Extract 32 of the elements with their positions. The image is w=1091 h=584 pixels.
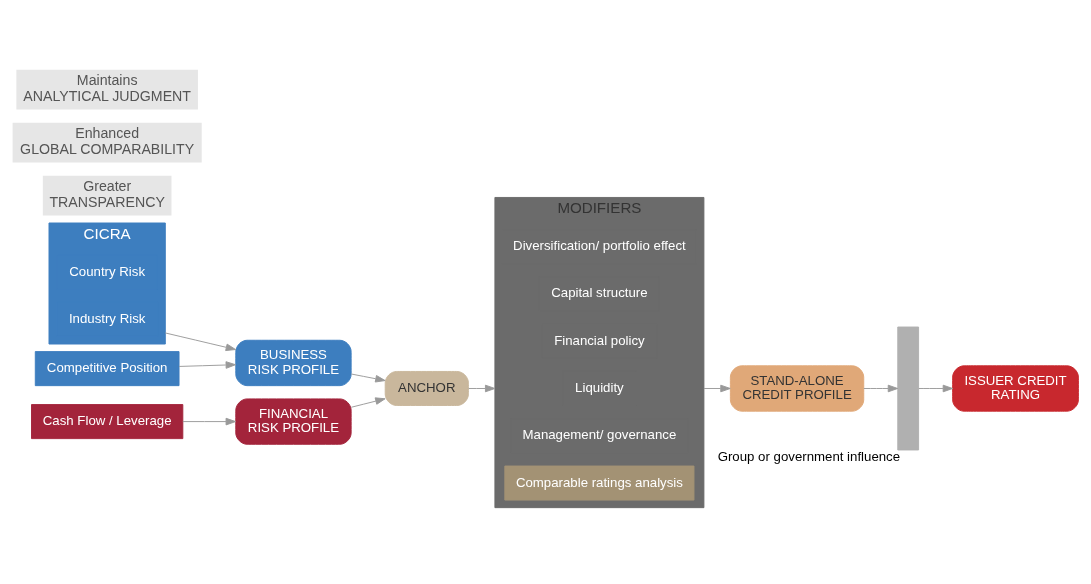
node-box: FINANCIAL RISK PROFILE [235, 397, 352, 445]
label: TRANSPARENCY [49, 193, 165, 210]
node-text: Industry Risk [68, 310, 146, 326]
node-box: Competitive Position [34, 350, 180, 386]
label: GLOBAL COMPARABILITY [20, 140, 195, 157]
label: Maintains [76, 71, 138, 88]
arrow [863, 384, 899, 392]
label: Greater [83, 177, 132, 194]
arrow [178, 360, 236, 369]
arrow [182, 417, 236, 425]
node-text: Capital structure [551, 284, 648, 300]
arrow [350, 396, 386, 408]
arrow [703, 384, 731, 392]
node-box: STAND-ALONE CREDIT PROFILE [729, 364, 865, 412]
arrow [918, 384, 954, 392]
node-box: ANCHOR [384, 370, 469, 406]
node-text: Financial policy [554, 332, 645, 348]
arrow [350, 373, 386, 382]
node-text: Country Risk [69, 263, 146, 279]
node-box: Comparable ratings analysis [504, 465, 695, 501]
node-text: Liquidity [575, 379, 624, 395]
node-box: BUSINESS RISK PROFILE [235, 339, 352, 386]
label: ANALYTICAL JUDGMENT [23, 87, 192, 104]
node-bar [897, 326, 920, 450]
node-box: Cash Flow / Leverage [31, 403, 184, 439]
node-box: ISSUER CREDIT RATING [952, 364, 1079, 412]
label: Enhanced [75, 124, 140, 141]
node-text: Diversification/ portfolio effect [513, 237, 686, 253]
arrow [468, 384, 496, 392]
node-label: Group or government influence [717, 448, 901, 464]
node-text: Management/ governance [522, 426, 677, 442]
arrow [164, 331, 237, 351]
